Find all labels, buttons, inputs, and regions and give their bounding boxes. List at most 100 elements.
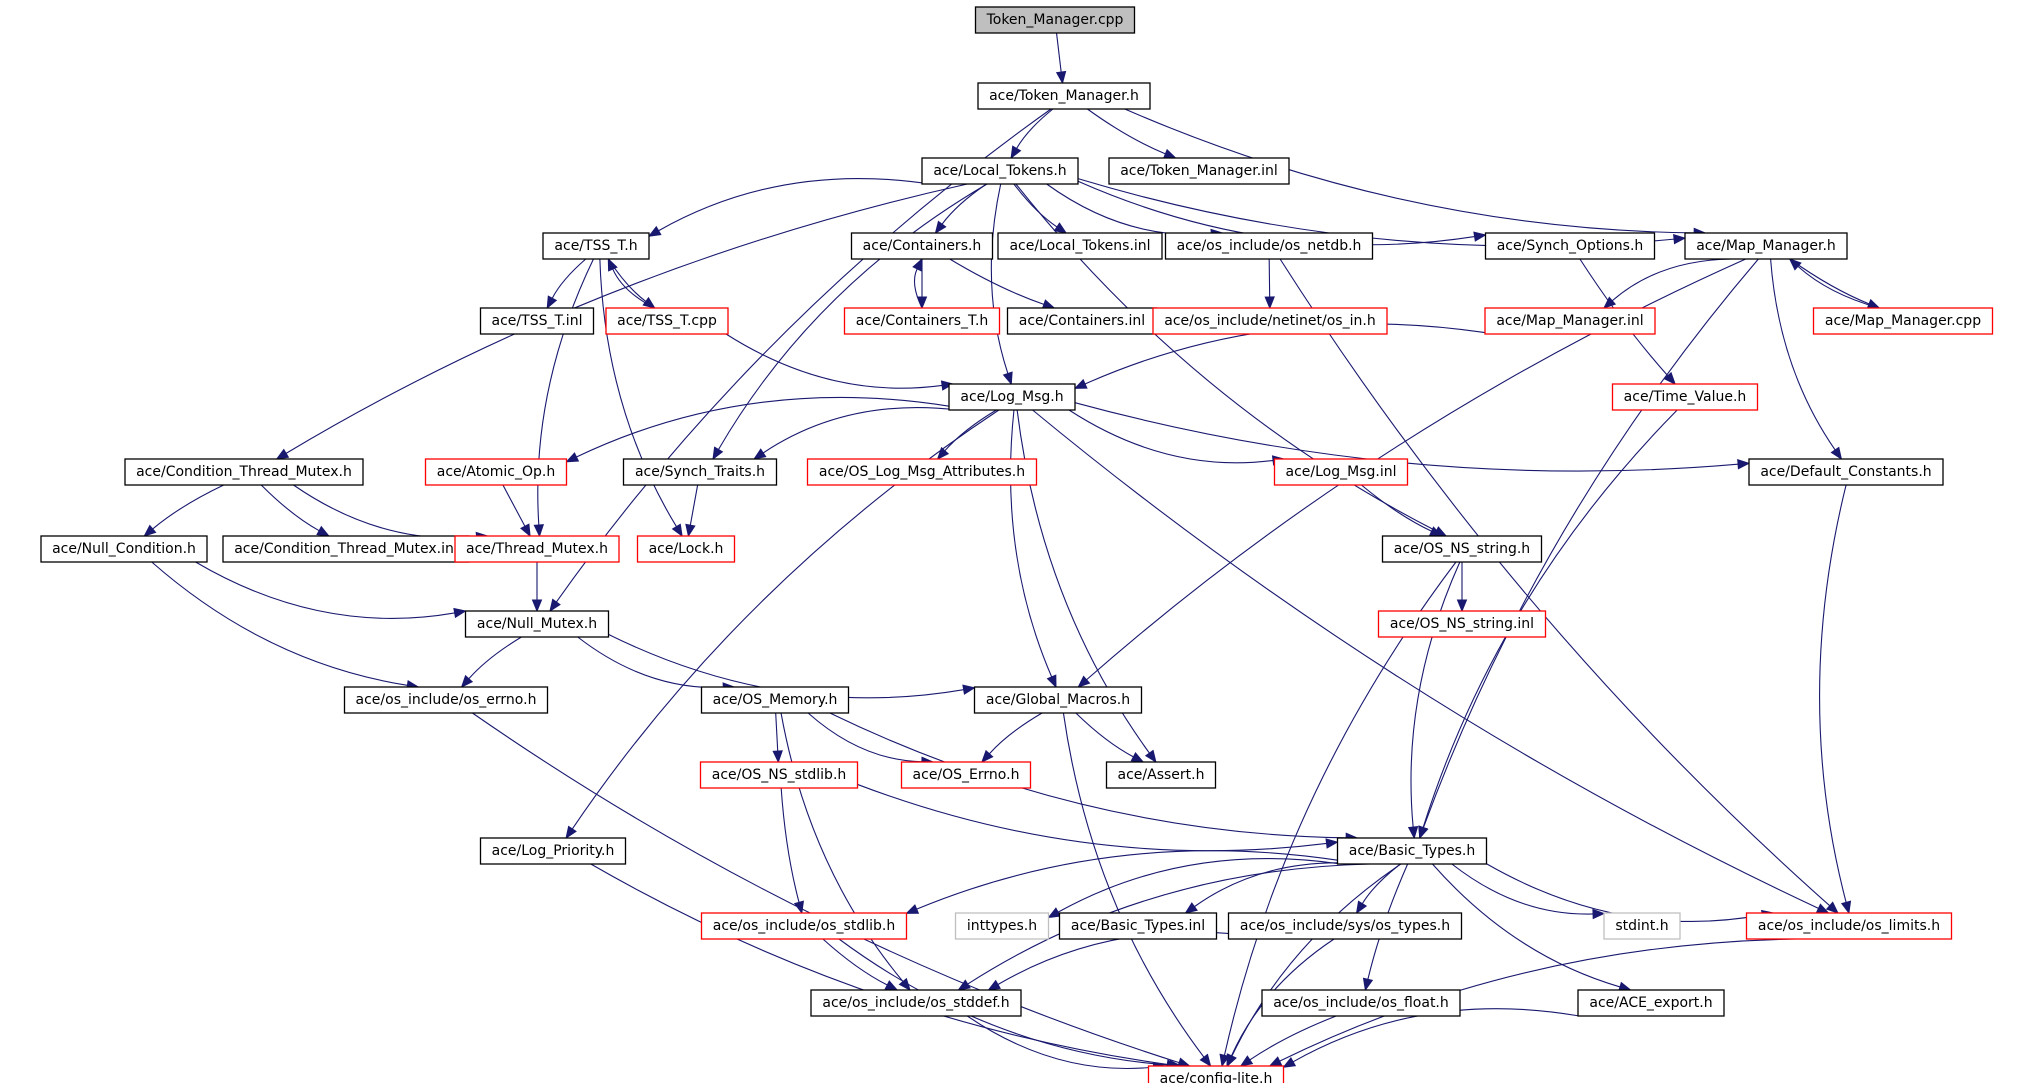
node-ace-synch-traits-h[interactable]: ace/Synch_Traits.h [622,458,778,486]
node-ace-synch-options-h[interactable]: ace/Synch_Options.h [1484,232,1656,260]
edge-line [537,258,594,526]
node-ace-containers-inl[interactable]: ace/Containers.inl [1006,307,1158,335]
edge-arrowhead [1663,371,1676,385]
edge-line [151,561,408,686]
node-ace-os-ns-string-h[interactable]: ace/OS_NS_string.h [1381,535,1543,563]
edge-line [990,183,1009,374]
edge-arrowhead [143,524,157,537]
edge-n0-to-n1 [1055,32,1067,85]
edge-line [949,258,1045,305]
node-ace-map-manager-inl[interactable]: ace/Map_Manager.inl [1484,307,1656,335]
edge-n2-to-n7 [1046,183,1224,240]
node-ace-log-msg-h[interactable]: ace/Log_Msg.h [948,383,1076,411]
edge-line [988,712,1043,755]
node-label: ace/Log_Priority.h [492,843,615,859]
node-ace-tss-t-cpp[interactable]: ace/TSS_T.cpp [605,307,729,335]
node-box [921,157,1079,185]
edge-arrowhead [1055,70,1067,85]
edge-n33-to-n35 [772,712,783,764]
node-ace-os-include-os-limits-h[interactable]: ace/os_include/os_limits.h [1745,912,1953,940]
edge-arrowhead [549,598,561,613]
edge-line [762,407,958,454]
edge-line [822,938,888,986]
edge-n39-to-n44 [1451,863,1606,920]
node-token-manager-cpp[interactable]: Token_Manager.cpp [974,6,1136,34]
node-ace-thread-mutex-h[interactable]: ace/Thread_Mutex.h [454,535,620,563]
node-ace-lock-h[interactable]: ace/Lock.h [636,535,736,563]
node-box [1147,1065,1285,1083]
node-ace-assert-h[interactable]: ace/Assert.h [1105,761,1217,789]
node-box [1684,232,1848,260]
node-ace-containers-t-h[interactable]: ace/Containers_T.h [843,307,1001,335]
node-ace-map-manager-cpp[interactable]: ace/Map_Manager.cpp [1812,307,1994,335]
node-ace-token-manager-h[interactable]: ace/Token_Manager.h [977,82,1151,110]
node-ace-os-include-sys-os-types-h[interactable]: ace/os_include/sys/os_types.h [1227,912,1463,940]
node-label: ace/Map_Manager.h [1696,238,1836,254]
node-ace-default-constants-h[interactable]: ace/Default_Constants.h [1748,458,1944,486]
node-ace-null-mutex-h[interactable]: ace/Null_Mutex.h [464,610,610,638]
edge-n24-to-n45 [1819,484,1852,915]
edge-arrowhead [1219,1053,1230,1068]
node-inttypes-h[interactable]: inttypes.h [954,912,1050,940]
node-ace-basic-types-inl[interactable]: ace/Basic_Types.inl [1058,912,1218,940]
node-stdint-h[interactable]: stdint.h [1603,912,1681,940]
edge-n17-to-n23 [1068,409,1286,466]
node-ace-null-condition-h[interactable]: ace/Null_Condition.h [40,535,208,563]
edge-arrowhead [1053,222,1068,234]
edge-arrowhead [1355,900,1368,915]
edge-arrowhead [1199,1053,1212,1068]
node-ace-os-memory-h[interactable]: ace/OS_Memory.h [700,686,850,714]
node-ace-os-ns-stdlib-h[interactable]: ace/OS_NS_stdlib.h [699,761,859,789]
node-ace-basic-types-h[interactable]: ace/Basic_Types.h [1336,837,1488,865]
node-ace-os-include-os-stddef-h[interactable]: ace/os_include/os_stddef.h [810,989,1022,1017]
node-ace-ace-export-h[interactable]: ace/ACE_export.h [1577,989,1725,1017]
node-ace-tss-t-h[interactable]: ace/TSS_T.h [542,232,650,260]
edge-arrowhead [1264,296,1275,310]
node-ace-containers-h[interactable]: ace/Containers.h [850,232,994,260]
edge-line [725,333,943,389]
edge-line [152,484,224,530]
node-ace-token-manager-inl[interactable]: ace/Token_Manager.inl [1108,157,1290,185]
node-ace-local-tokens-h[interactable]: ace/Local_Tokens.h [921,157,1079,185]
node-ace-os-include-os-stdlib-h[interactable]: ace/os_include/os_stdlib.h [700,912,908,940]
node-ace-tss-t-inl[interactable]: ace/TSS_T.inl [479,307,595,335]
node-box [1105,761,1217,789]
node-ace-time-value-h[interactable]: ace/Time_Value.h [1611,383,1759,411]
node-ace-log-priority-h[interactable]: ace/Log_Priority.h [479,837,627,865]
node-ace-atomic-op-h[interactable]: ace/Atomic_Op.h [424,458,568,486]
edge-arrowhead [912,257,923,272]
node-ace-config-lite-h[interactable]: ace/config-lite.h [1147,1065,1285,1083]
node-ace-map-manager-h[interactable]: ace/Map_Manager.h [1684,232,1848,260]
node-box [1603,912,1681,940]
node-label: ace/OS_Log_Msg_Attributes.h [819,464,1025,480]
node-ace-global-macros-h[interactable]: ace/Global_Macros.h [973,686,1143,714]
node-box [1812,307,1994,335]
edge-arrowhead [1162,148,1177,159]
edge-line [658,177,931,232]
node-label: ace/Synch_Traits.h [635,464,765,480]
edge-arrowhead [1002,371,1013,386]
edge-line [1016,108,1054,149]
node-ace-os-errno-h[interactable]: ace/OS_Errno.h [900,761,1032,789]
edge-arrowhead [793,900,804,915]
edge-arrowhead [1473,231,1487,242]
node-ace-os-include-os-netdb-h[interactable]: ace/os_include/os_netdb.h [1164,232,1374,260]
node-ace-os-ns-string-inl[interactable]: ace/OS_NS_string.inl [1377,610,1547,638]
node-ace-os-log-msg-attributes-h[interactable]: ace/OS_Log_Msg_Attributes.h [806,458,1038,486]
node-ace-condition-thread-mutex-h[interactable]: ace/Condition_Thread_Mutex.h [124,458,364,486]
node-ace-os-include-netinet-os-in-h[interactable]: ace/os_include/netinet/os_in.h [1152,307,1388,335]
node-box [1273,458,1409,486]
node-box [222,535,470,563]
edge-arrowhead [1239,1055,1254,1067]
edge-arrowhead [460,674,474,688]
node-ace-os-include-os-float-h[interactable]: ace/os_include/os_float.h [1261,989,1461,1017]
edge-arrowhead [275,448,290,460]
node-box [948,383,1076,411]
edge-n1-to-n2 [1010,108,1054,160]
node-box [806,458,1038,486]
edge-n17-to-n22 [936,409,997,460]
node-ace-log-msg-inl[interactable]: ace/Log_Msg.inl [1273,458,1409,486]
node-ace-os-include-os-errno-h[interactable]: ace/os_include/os_errno.h [343,686,549,714]
node-ace-condition-thread-mutex-inl[interactable]: ace/Condition_Thread_Mutex.inl [222,535,470,563]
node-ace-local-tokens-inl[interactable]: ace/Local_Tokens.inl [997,232,1163,260]
